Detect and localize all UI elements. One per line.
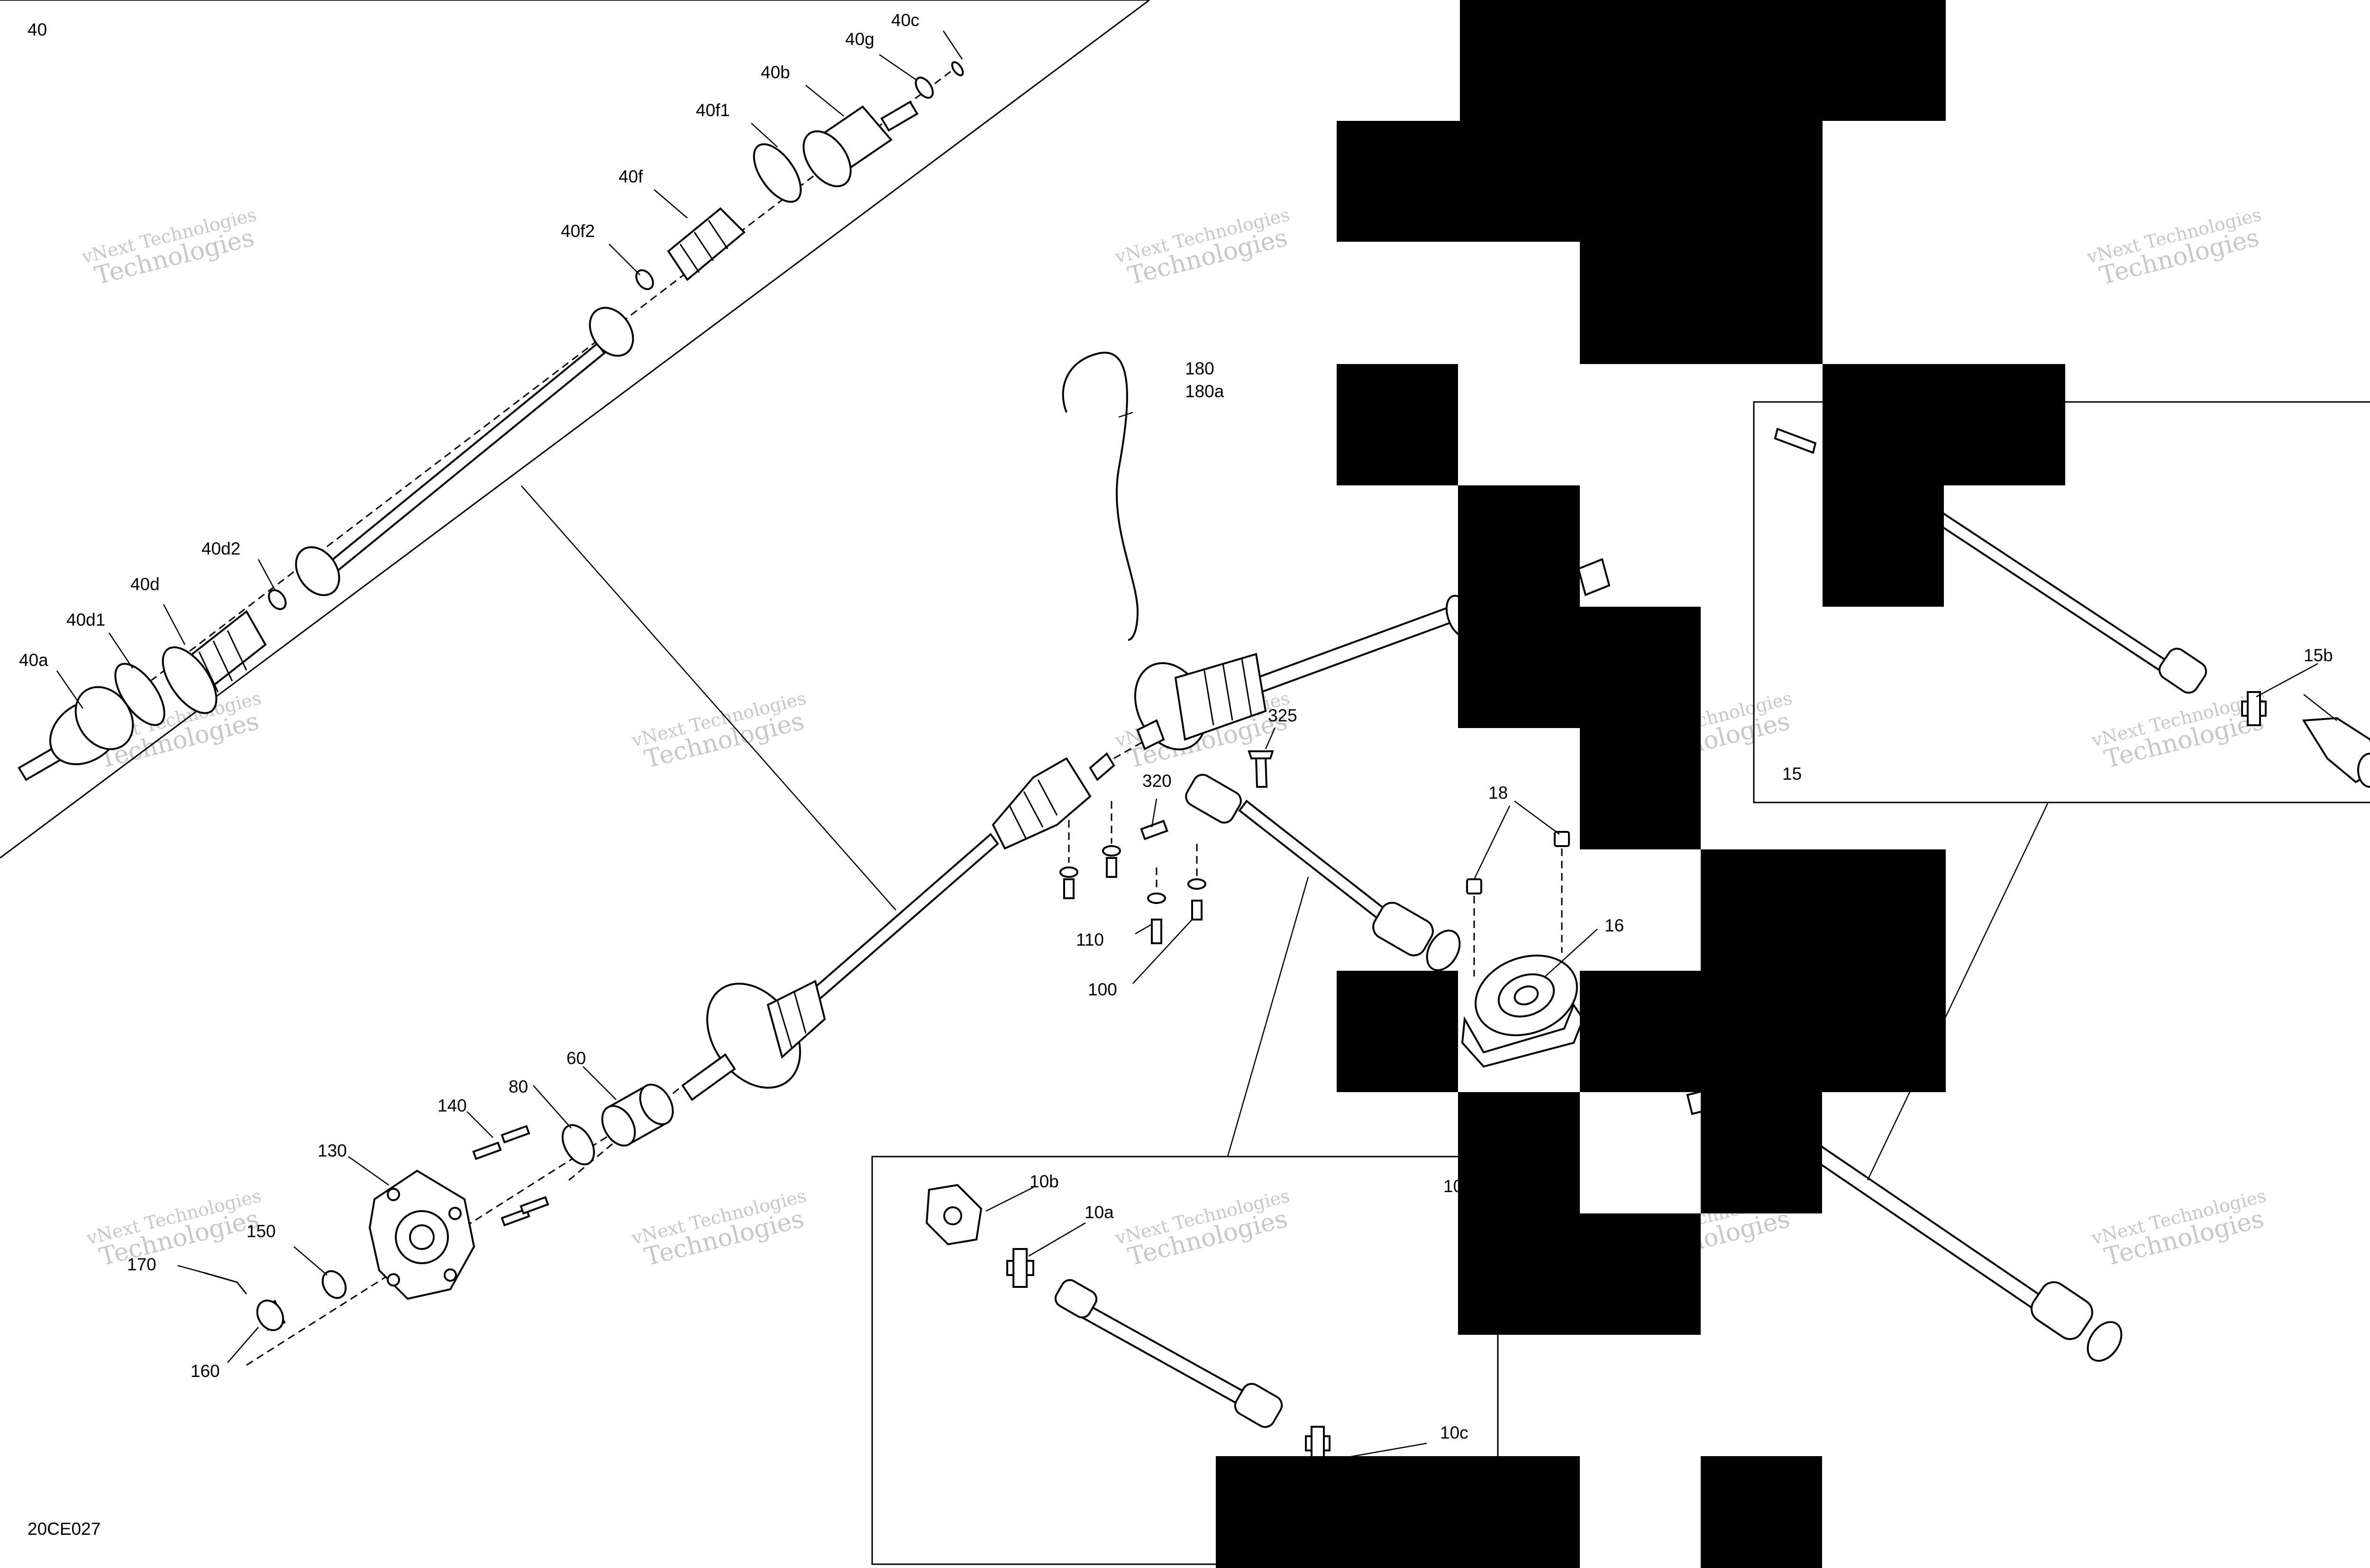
half-shaft-inner-joint (992, 752, 1115, 850)
nut-160 (256, 1299, 286, 1331)
inset-connector-line (521, 485, 896, 911)
inset-frame-15 (1753, 401, 2370, 803)
callout-40: 40 (27, 20, 47, 39)
inset-prop-shaft-10: 10b 10a 10c 10 (871, 1156, 1499, 1565)
callout-325: 325 (1268, 706, 1297, 725)
bearing-60 (601, 1084, 674, 1147)
callout-110: 110 (1076, 930, 1104, 949)
redaction-mask (1216, 0, 2065, 1568)
callout-10b: 10b (1030, 1172, 1059, 1191)
ring-40g (915, 76, 934, 99)
tripod-joint (589, 307, 634, 357)
boot-40f (667, 207, 746, 281)
boot-40d (162, 610, 267, 714)
splined-end (1774, 428, 1817, 454)
studs-140 (472, 1125, 549, 1227)
callout-320: 320 (1142, 771, 1172, 791)
bolt-325 (1255, 757, 1268, 788)
upper-propeller-shaft (1134, 558, 1611, 751)
callout-80: 80 (509, 1077, 528, 1096)
cv-joint-40a (18, 686, 134, 781)
washer (1102, 845, 1121, 857)
callout-10c: 10c (1440, 1423, 1468, 1442)
callout-16: 16 (1604, 916, 1624, 935)
hub-130 (368, 1169, 475, 1300)
callout-40b: 40b (761, 63, 790, 82)
callout-180a: 180a (1185, 382, 1224, 401)
callout-15: 15 (1782, 764, 1802, 784)
middle-propeller-shaft (1185, 774, 1461, 971)
yoke-15 (2158, 647, 2207, 694)
callout-40a: 40a (19, 650, 48, 670)
washer (1059, 866, 1078, 878)
cv-joint-upper (1134, 653, 1267, 751)
hardware-fasteners (1059, 750, 1570, 976)
callout-60: 60 (566, 1048, 586, 1068)
callout-40c: 40c (891, 10, 920, 30)
cotter-pin-170 (203, 1272, 247, 1295)
inset-drive-shaft-40: 40 40c 40g 40b 40f1 40f 40f2 40d2 40d 40… (0, 0, 1150, 911)
callout-140: 140 (438, 1096, 467, 1115)
bolt-18 (1554, 831, 1570, 847)
u-joint-10a (1006, 1248, 1034, 1288)
main-half-shaft (568, 738, 1148, 1181)
main-leaders (177, 411, 2049, 1363)
u-joint-15b (2241, 691, 2267, 726)
bolt (1063, 878, 1075, 899)
circlip-80 (561, 1124, 595, 1166)
u-joint-10c (1305, 1426, 1331, 1461)
yoke-10b (925, 1184, 983, 1246)
callout-180: 180 (1185, 359, 1214, 378)
washer-110 (1187, 878, 1206, 890)
callout-40d2: 40d2 (201, 539, 240, 558)
wheel-hub-assembly (203, 1084, 674, 1366)
yoke-10 (1054, 1279, 1098, 1319)
callout-40f1: 40f1 (696, 100, 730, 120)
yoke-15a (2302, 717, 2370, 788)
callout-170: 170 (127, 1255, 156, 1274)
callout-40f2: 40f2 (561, 221, 595, 241)
clamp-40d2 (268, 589, 287, 610)
yoke-10 (1234, 1383, 1283, 1428)
clamp-40f2 (635, 269, 654, 290)
callout-40g: 40g (845, 29, 875, 49)
callout-15b: 15b (2304, 646, 2333, 665)
drawing-code: 20CE027 (27, 1519, 100, 1539)
washer-150 (321, 1270, 347, 1299)
washer-110 (1147, 893, 1166, 904)
u-joint-yoke-middle (1185, 774, 1461, 971)
nut-18 (1466, 878, 1482, 894)
breather-hose-180 (1062, 351, 1139, 641)
callout-40d: 40d (130, 574, 160, 594)
inset-frame-10 (871, 1156, 1499, 1565)
callout-150: 150 (246, 1222, 276, 1241)
clip-40c (951, 61, 964, 76)
inset-prop-shaft-15: 15b 15a 15 (1753, 401, 2370, 803)
inset-frame-diagonal (0, 0, 1150, 859)
tripod-joint (295, 546, 340, 596)
callout-10a: 10a (1085, 1203, 1114, 1222)
bolt-100 (1151, 919, 1162, 944)
shaft-tip-upper (1577, 558, 1611, 596)
callout-160: 160 (191, 1361, 220, 1381)
callout-18: 18 (1488, 783, 1508, 802)
callout-40f: 40f (619, 167, 643, 186)
bolt-100 (1191, 900, 1203, 921)
callout-40d1: 40d1 (66, 610, 105, 629)
clamp-40f1 (753, 143, 802, 203)
callout-130: 130 (318, 1141, 347, 1160)
clamp-40d1 (114, 663, 165, 726)
callout-100: 100 (1088, 980, 1117, 999)
bolt (1106, 857, 1117, 878)
center-bearing-16 (1461, 954, 1585, 1068)
rear-shaft-yoke (2030, 1281, 2123, 1362)
inner-joint-40b (802, 100, 919, 187)
half-shaft-outer-joint (681, 980, 826, 1101)
